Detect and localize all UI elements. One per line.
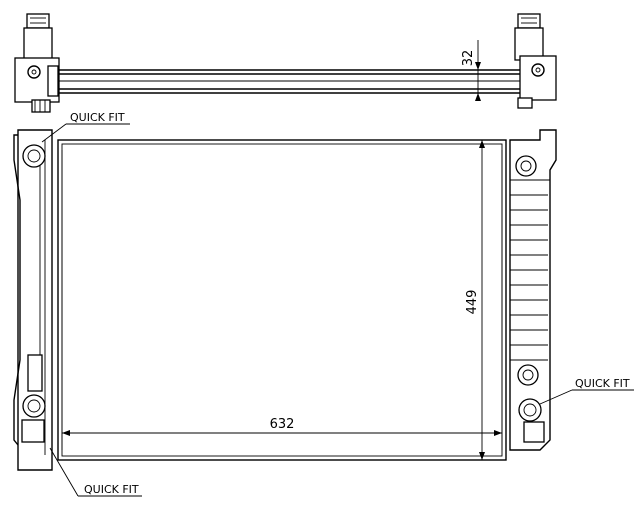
right-tank [509,129,557,451]
callout-bottom-left-label: QUICK FIT [84,483,139,496]
top-right-fitting [514,13,557,109]
front-view: 449 632 [13,129,557,471]
left-tank [13,129,53,471]
depth-dimension: 32 [461,40,500,101]
width-dimension: 632 [62,417,502,436]
callout-top-left: QUICK FIT [41,111,130,143]
width-dimension-label: 632 [270,417,295,432]
height-dimension: 449 [465,140,485,460]
callout-right-label: QUICK FIT [575,377,630,390]
radiator-core [57,139,507,461]
callout-right: QUICK FIT [539,377,634,405]
depth-dimension-label: 32 [461,50,476,67]
callout-top-left-label: QUICK FIT [70,111,125,124]
height-dimension-label: 449 [465,290,480,315]
top-view: 32 [14,13,557,113]
callout-bottom-left: QUICK FIT [49,447,142,497]
top-left-fitting [14,13,60,113]
